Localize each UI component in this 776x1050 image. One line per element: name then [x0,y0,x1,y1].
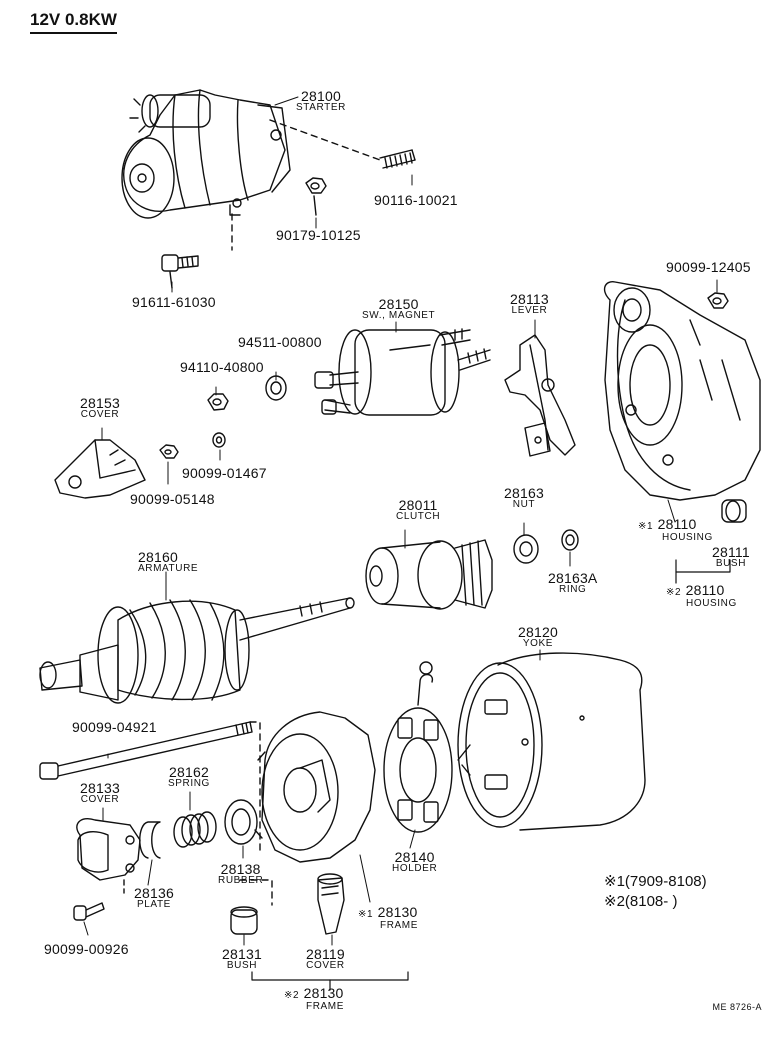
bolt [161,254,199,289]
armature [39,597,355,704]
bracket-line [675,559,731,573]
rubber-seal [224,799,258,845]
lock-plate [139,821,161,859]
magnet-switch [314,328,491,416]
part-label-90099-12405: 90099-12405 [666,259,751,275]
end-cover [76,818,141,881]
yoke [457,652,646,831]
nut [707,292,729,309]
part-label-28133: 28133 COVER [80,780,120,805]
starter-assembly [121,89,291,219]
part-label-28136: 28136 PLATE [134,885,174,910]
drive-housing [603,281,761,501]
nut [305,177,327,216]
part-label-28110-1: ※1 28110 HOUSING [638,516,713,543]
part-label-28163A: 28163A RING [548,570,598,595]
cover-small [54,439,146,499]
part-label-28130-2: ※2 28130 FRAME [284,985,344,1012]
part-label-28130-1: ※1 28130 FRAME [358,904,418,931]
reference-code: ME 8726-A [712,1002,762,1012]
leader-dash [269,119,381,161]
part-label-28120: 28120 YOKE [518,624,558,649]
leader-lines [83,96,718,946]
snap-ring [561,529,579,551]
leader-dash [239,721,273,906]
part-label-28150: 28150 SW., MAGNET [362,296,436,321]
part-label-90099-00926: 90099-00926 [44,941,129,957]
part-label-28011: 28011 CLUTCH [396,497,441,522]
commutator-end-frame [254,711,376,863]
clutch [365,539,493,610]
part-label-28160: 28160 ARMATURE [138,549,199,574]
part-label-28140: 28140 HOLDER [392,849,438,874]
part-label-91611-61030: 91611-61030 [132,294,216,310]
brush-holder [383,661,453,833]
nut [159,444,179,459]
part-label-90099-04921: 90099-04921 [72,719,157,735]
part-label-28100: 28100 STARTER [296,88,346,113]
part-label-94511-00800: 94511-00800 [238,334,322,350]
clutch-nut [513,534,539,564]
part-label-28162: 28162 SPRING [168,764,210,789]
plug-cover [317,873,345,935]
diagram-title: 12V 0.8KW [30,10,117,34]
legend-note-2: ※2(8108- ) [604,893,678,910]
part-label-28163: 28163 NUT [504,485,544,510]
bush [721,499,747,523]
lever [504,334,576,457]
part-label-90099-05148: 90099-05148 [130,491,215,507]
bracket-line [251,971,409,981]
part-label-28113: 28113 LEVER [510,291,549,316]
stud-bolt [379,149,416,169]
legend-note-1: ※1(7909-8108) [604,873,707,890]
part-label-28131: 28131 BUSH [222,946,262,971]
part-label-28119: 28119 COVER [306,946,345,971]
part-label-90179-10125: 90179-10125 [276,227,361,243]
part-label-28110-2: ※2 28110 HOUSING [666,582,737,609]
part-label-28153: 28153 COVER [80,395,120,420]
screw [73,902,105,921]
part-label-28111: 28111 BUSH [712,544,750,569]
end-bush [230,906,258,935]
part-label-94110-40800: 94110-40800 [180,359,264,375]
part-label-90116-10021: 90116-10021 [374,192,458,208]
through-bolt [39,721,253,780]
part-label-90099-01467: 90099-01467 [182,465,267,481]
washer [212,432,226,448]
spring [173,811,217,848]
nut-small [207,393,229,411]
part-label-28138: 28138 RUBBER [218,861,264,886]
